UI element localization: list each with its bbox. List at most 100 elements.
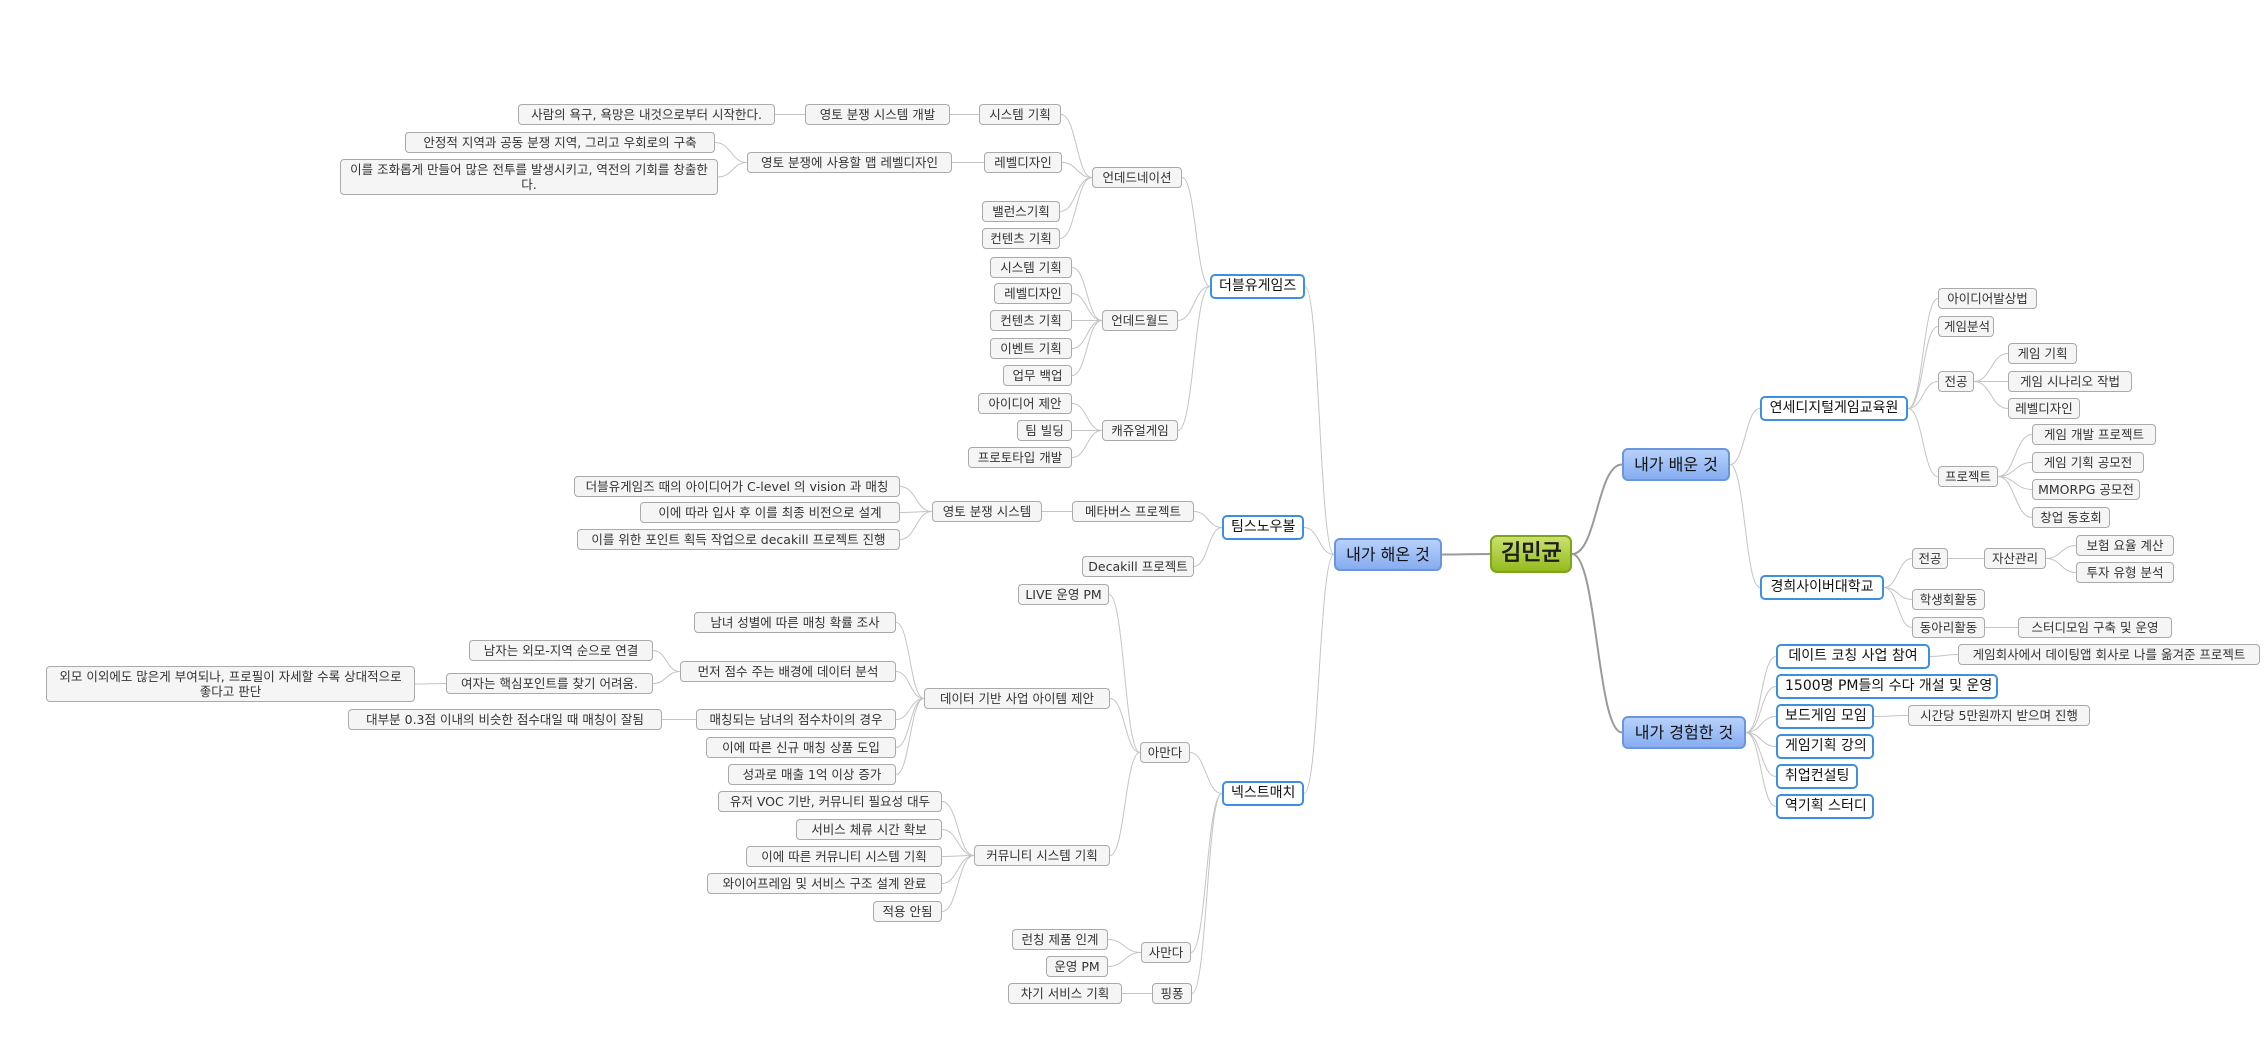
node-ys-scenario[interactable]: 게임 시나리오 작법	[2008, 371, 2132, 392]
node-am-female-hard[interactable]: 여자는 핵심포인트를 찾기 어려움.	[446, 673, 653, 694]
node-pingpong[interactable]: 핑퐁	[1152, 983, 1192, 1004]
node-samanda[interactable]: 사만다	[1141, 942, 1191, 963]
node-am-sales[interactable]: 성과로 매출 1억 이상 증가	[728, 764, 896, 785]
node-uw-system-plan[interactable]: 시스템 기획	[990, 257, 1072, 278]
node-ts-decakill-point[interactable]: 이를 위한 포인트 획득 작업으로 decakill 프로젝트 진행	[577, 529, 900, 550]
node-kh-major[interactable]: 전공	[1912, 548, 1948, 569]
node-ex-dating[interactable]: 데이트 코칭 사업 참여	[1776, 644, 1930, 669]
node-sa-ops-pm[interactable]: 운영 PM	[1046, 956, 1108, 977]
node-kh-invest[interactable]: 투자 유형 분석	[2076, 562, 2174, 583]
node-teamsnowball[interactable]: 팀스노우볼	[1222, 515, 1304, 540]
connector-node-sa-ops-pm	[1107, 952, 1142, 967]
node-am-new-product[interactable]: 이에 따른 신규 매칭 상품 도입	[706, 737, 896, 758]
node-un-balance[interactable]: 밸런스기획	[982, 201, 1060, 222]
connector-node-ys-major	[1907, 381, 1939, 409]
node-ys-project[interactable]: 프로젝트	[1938, 466, 1998, 487]
node-am-score-note[interactable]: 대부분 0.3점 이내의 비슷한 점수대일 때 매칭이 잘됨	[348, 709, 662, 730]
node-am-data-item[interactable]: 데이터 기반 사업 아이템 제안	[924, 688, 1110, 709]
node-cg-idea[interactable]: 아이디어 제안	[978, 393, 1072, 414]
node-ys-mmorpg[interactable]: MMORPG 공모전	[2032, 479, 2140, 500]
node-un-level-design[interactable]: 레벨디자인	[984, 152, 1062, 173]
connector-node-teamsnowball	[1303, 527, 1335, 555]
node-wblue-games[interactable]: 더블유게임즈	[1210, 274, 1305, 299]
node-uw-backup[interactable]: 업무 백업	[1003, 365, 1072, 386]
node-am-score-bg[interactable]: 먼저 점수 주는 배경에 데이터 분석	[680, 661, 896, 682]
node-sa-handover[interactable]: 런칭 제품 인계	[1012, 929, 1108, 950]
node-live-pm[interactable]: LIVE 운영 PM	[1018, 584, 1109, 605]
node-uw-contents[interactable]: 컨텐츠 기획	[990, 310, 1072, 331]
node-ex-reverse[interactable]: 역기획 스터디	[1776, 794, 1874, 819]
node-am-voc[interactable]: 유저 VOC 기반, 커뮤니티 필요성 대두	[718, 791, 942, 812]
connector-node-am-gender-rate	[895, 622, 925, 699]
node-ex-lecture[interactable]: 게임기획 강의	[1776, 734, 1874, 759]
node-ys-startup[interactable]: 창업 동호회	[2032, 507, 2110, 528]
node-ts-vision-match[interactable]: 더블유게임즈 때의 아이디어가 C-level 의 vision 과 매칭	[574, 476, 900, 497]
connector-node-uw-level-design	[1071, 293, 1103, 321]
connector-branch-learned	[1571, 463, 1623, 555]
node-nextmatch[interactable]: 넥스트매치	[1222, 781, 1304, 806]
node-ys-game-analysis[interactable]: 게임분석	[1938, 316, 1994, 337]
node-kh-asset[interactable]: 자산관리	[1984, 548, 2046, 569]
node-am-score-gap[interactable]: 매칭되는 남녀의 점수차이의 경우	[696, 709, 896, 730]
connector-node-ys-dev-project	[1997, 434, 2033, 477]
node-am-community-plan[interactable]: 이에 따른 커뮤니티 시스템 기획	[746, 846, 942, 867]
connector-node-cg-idea	[1071, 403, 1103, 431]
node-ts-final-vision[interactable]: 이에 따라 입사 후 이를 최종 비전으로 설계	[640, 502, 900, 523]
node-ys-dev-project[interactable]: 게임 개발 프로젝트	[2032, 424, 2156, 445]
node-kh-study[interactable]: 스터디모임 구축 및 운영	[2018, 617, 2172, 638]
node-am-wireframe[interactable]: 와이어프레임 및 서비스 구조 설계 완료	[707, 873, 942, 894]
node-am-not-applied[interactable]: 적용 안됨	[873, 901, 942, 922]
node-ex-chat[interactable]: 1500명 PM들의 수다 개설 및 운영	[1776, 674, 1998, 699]
node-cg-team[interactable]: 팀 빌딩	[1017, 420, 1072, 441]
node-pp-next-service[interactable]: 차기 서비스 기획	[1008, 983, 1122, 1004]
node-ys-major[interactable]: 전공	[1938, 371, 1974, 392]
node-kh-insurance[interactable]: 보험 요율 계산	[2076, 535, 2174, 556]
node-am-male-order[interactable]: 남자는 외모-지역 순으로 연결	[469, 640, 653, 661]
connector-node-ex-board	[1745, 716, 1777, 733]
node-ys-game-plan[interactable]: 게임 기획	[2008, 343, 2077, 364]
root-node[interactable]: 김민균	[1490, 535, 1572, 573]
node-un-system-plan[interactable]: 시스템 기획	[979, 104, 1061, 125]
node-am-community[interactable]: 커뮤니티 시스템 기획	[974, 845, 1110, 866]
node-ts-territory[interactable]: 영토 분쟁 시스템	[932, 501, 1042, 522]
node-ys-contest[interactable]: 게임 기획 공모전	[2032, 452, 2144, 473]
connector-node-ys-project	[1907, 408, 1939, 477]
node-casual-game[interactable]: 캐쥬얼게임	[1102, 420, 1178, 441]
connector-node-ys-idea-method	[1907, 298, 1939, 409]
node-ex-board-note[interactable]: 시간당 5만원까지 받으며 진행	[1908, 705, 2090, 726]
node-uw-event[interactable]: 이벤트 기획	[990, 338, 1072, 359]
node-un-territory-map[interactable]: 영토 분쟁에 사용할 맵 레벨디자인	[747, 152, 952, 173]
node-metaverse[interactable]: 메타버스 프로젝트	[1072, 501, 1194, 522]
branch-learned[interactable]: 내가 배운 것	[1622, 448, 1730, 481]
node-decakill[interactable]: Decakill 프로젝트	[1082, 556, 1194, 577]
node-am-gender-rate[interactable]: 남녀 성별에 따른 매칭 확률 조사	[694, 612, 896, 633]
node-un-contents[interactable]: 컨텐츠 기획	[982, 228, 1060, 249]
node-un-stable-zone[interactable]: 안정적 지역과 공동 분쟁 지역, 그리고 우회로의 구축	[405, 132, 715, 153]
node-ex-consult[interactable]: 취업컨설팅	[1776, 764, 1858, 789]
node-uw-level-design[interactable]: 레벨디자인	[994, 283, 1072, 304]
node-ys-idea-method[interactable]: 아이디어발상법	[1938, 288, 2037, 309]
node-un-territory-system[interactable]: 영토 분쟁 시스템 개발	[805, 104, 950, 125]
connector-node-un-contents	[1059, 177, 1093, 239]
node-undead-world[interactable]: 언데드월드	[1102, 310, 1178, 331]
connector-node-ex-reverse	[1745, 732, 1777, 807]
node-kh-student[interactable]: 학생회활동	[1912, 589, 1985, 610]
node-ex-dating-note[interactable]: 게임회사에서 데이팅앱 회사로 나를 옮겨준 프로젝트	[1958, 644, 2260, 665]
node-cg-prototype[interactable]: 프로토타입 개발	[968, 447, 1072, 468]
node-un-desire[interactable]: 사람의 욕구, 욕망은 내것으로부터 시작한다.	[518, 104, 775, 125]
connector-node-kyunghee	[1729, 464, 1761, 588]
node-am-female-note[interactable]: 외모 이외에도 많은게 부여되나, 프로필이 자세할 수록 상대적으로 좋다고 …	[46, 666, 415, 702]
node-undead-nation[interactable]: 언데드네이션	[1092, 167, 1182, 188]
node-ex-board[interactable]: 보드게임 모임	[1776, 704, 1874, 729]
node-amanda[interactable]: 아만다	[1140, 742, 1190, 763]
node-kh-club[interactable]: 동아리활동	[1912, 617, 1985, 638]
connector-node-casual-game	[1177, 286, 1211, 431]
node-un-harmony[interactable]: 이를 조화롭게 만들어 많은 전투를 발생시키고, 역전의 기회를 창출한다.	[340, 159, 718, 195]
connector-node-am-female-hard	[652, 671, 681, 684]
node-yonsei[interactable]: 연세디지털게임교육원	[1760, 396, 1908, 421]
node-am-dwell[interactable]: 서비스 체류 시간 확보	[796, 819, 942, 840]
node-ys-level-design[interactable]: 레벨디자인	[2008, 398, 2080, 419]
branch-experienced[interactable]: 내가 경험한 것	[1622, 716, 1746, 749]
branch-done[interactable]: 내가 해온 것	[1334, 538, 1442, 571]
node-kyunghee[interactable]: 경희사이버대학교	[1760, 575, 1884, 600]
